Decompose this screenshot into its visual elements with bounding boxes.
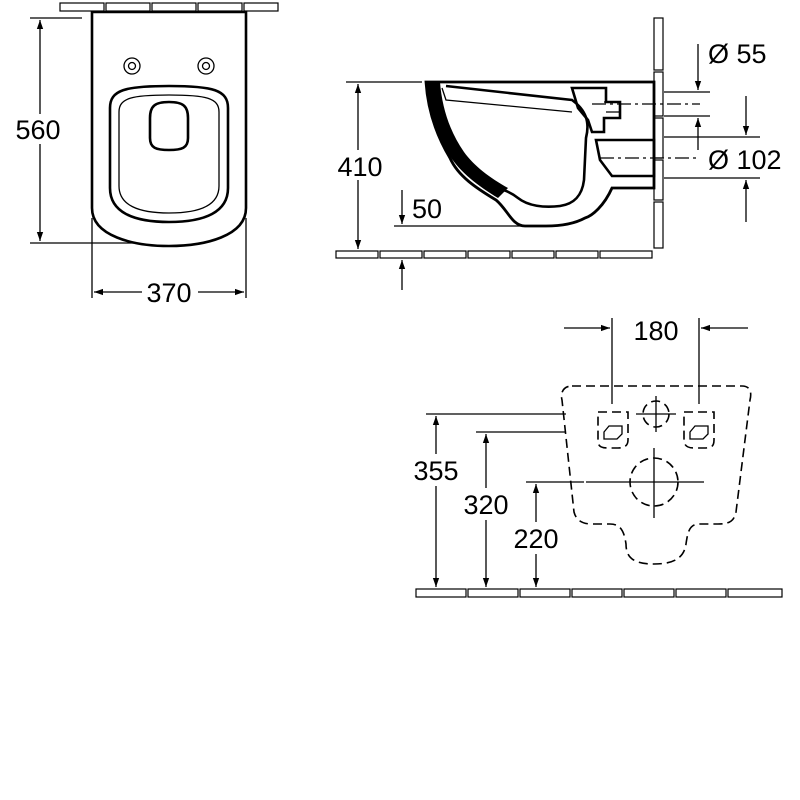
fixing-bracket-left-icon [597,411,629,449]
dim-floor-gap: 50 [394,190,526,290]
dim-outlet-diameter: Ø 102 [664,96,782,222]
inlet-diameter-label: Ø 55 [708,39,767,69]
dim-inlet-diameter: Ø 55 [664,39,767,150]
bowl-outline-top [90,10,248,248]
dim-fixing-spacing: 180 [564,316,748,404]
inlet-circle-icon [636,396,676,432]
lid-handle [148,100,190,152]
rear-view-floor [415,588,783,598]
dim-height: 410 [330,81,422,249]
rear-outline [560,385,752,565]
fixing-hole-left-icon [123,57,141,75]
fixing-spacing-label: 180 [633,316,678,346]
dim-depth: 560 [12,17,134,244]
dim-fixing-height: 355 [404,413,566,587]
top-view-wall [59,2,279,12]
side-view: 410 50 Ø 55 Ø 102 [330,17,782,290]
side-view-floor [335,250,653,259]
floor-gap-label: 50 [412,194,442,224]
fixing-height-label: 355 [413,456,458,486]
inlet-height-label: 320 [463,490,508,520]
fixing-hole-right-icon [197,57,215,75]
outlet-diameter-label: Ø 102 [708,145,782,175]
outlet-circle-icon [586,448,704,518]
dim-width: 370 [91,218,247,308]
dim-outlet-height: 220 [504,481,584,587]
dim-inlet-height: 320 [454,431,566,587]
bowl-profile [424,80,656,228]
rear-view: 180 355 320 220 [404,316,783,598]
seat-outline [108,84,230,224]
width-label: 370 [146,278,191,308]
fixing-bracket-right-icon [683,411,715,449]
depth-label: 560 [15,115,60,145]
height-label: 410 [337,152,382,182]
outlet-height-label: 220 [513,524,558,554]
top-view: 560 370 [12,2,279,308]
